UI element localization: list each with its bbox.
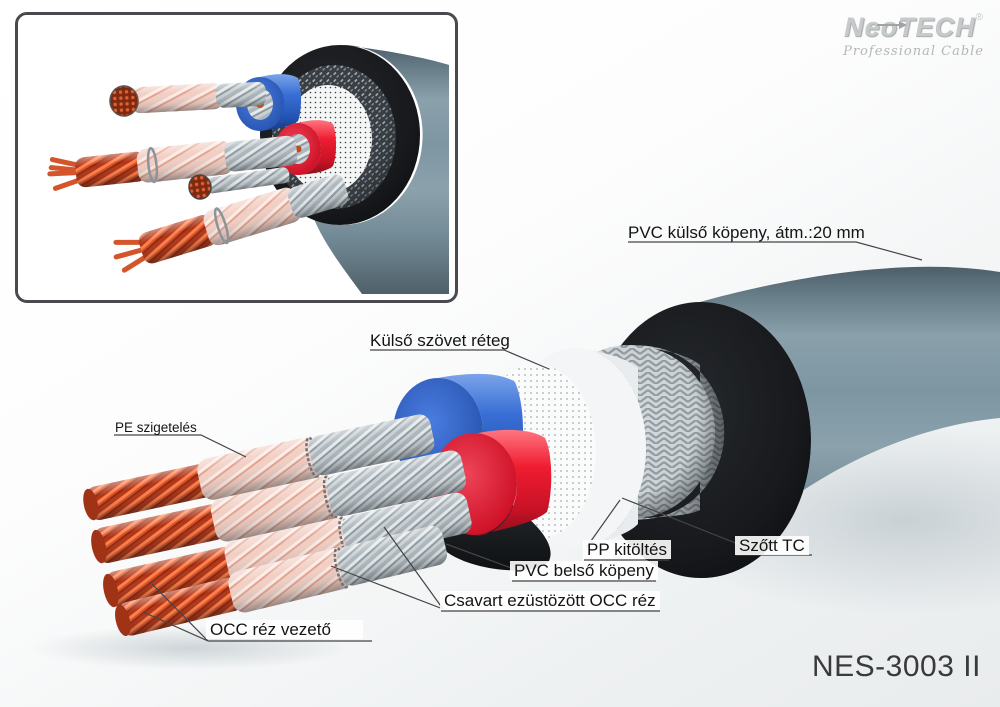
label-occ-conductor: OCC réz vezető <box>206 620 363 639</box>
leader-woven-tc <box>621 497 812 556</box>
label-inner-jacket: PVC belső köpeny <box>510 561 658 580</box>
label-pp-filler: PP kitöltés <box>583 540 672 559</box>
leader-outer-jacket <box>628 241 923 261</box>
leader-silver-occ <box>330 526 660 612</box>
label-outer-jacket: PVC külső köpeny, átm.:20 mm <box>628 223 865 242</box>
cable-outer-jacket <box>700 266 1000 578</box>
conductor-bundle-4 <box>115 525 448 637</box>
leader-lines <box>114 241 923 642</box>
leader-outer-fabric <box>370 349 550 370</box>
label-outer-fabric: Külső szövet réteg <box>370 331 510 350</box>
label-silver-occ: Csavart ezüstözött OCC réz <box>440 591 660 610</box>
leader-inner-jacket <box>445 543 656 582</box>
label-woven-tc: Szőtt TC <box>735 536 809 555</box>
leader-occ-conductor <box>142 583 372 642</box>
brand-name: NeoTECH <box>844 12 976 42</box>
inset-outer-jacket <box>314 44 449 294</box>
inset-center-conductor <box>188 167 290 200</box>
inset-bundle-middle <box>47 135 298 191</box>
leader-pe-insulation <box>114 434 247 458</box>
inset-cable-svg <box>18 15 449 294</box>
registered-trademark: ® <box>975 12 983 23</box>
brand-logo: NeoTECH® Professional Cable <box>843 12 984 59</box>
inset-bundle-top <box>109 81 267 117</box>
inset-image <box>15 12 458 303</box>
brand-tagline: Professional Cable <box>843 44 984 59</box>
logo-arrow-icon <box>877 21 908 29</box>
label-pe-insulation: PE szigetelés <box>115 420 197 435</box>
conductor-bundle-1 <box>83 414 435 521</box>
inset-bundle-bottom <box>113 174 349 273</box>
model-number: NES-3003 II <box>812 650 981 683</box>
conductor-bundle-2 <box>91 450 467 564</box>
